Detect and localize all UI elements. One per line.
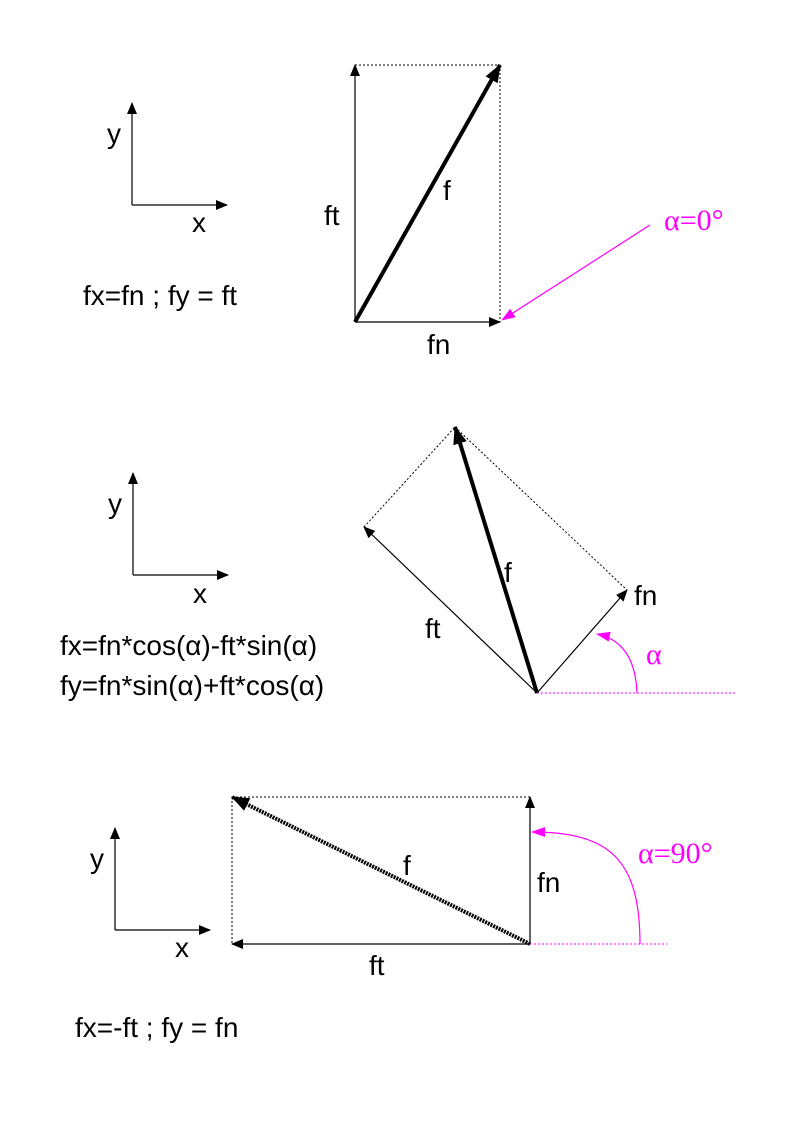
f-vector: [453, 426, 539, 694]
ft-label: ft: [425, 613, 441, 644]
formula-y-middle: fy=fn*sin(α)+ft*cos(α): [60, 670, 324, 701]
fn-label: fn: [427, 329, 450, 360]
y-axis-label: y: [90, 843, 104, 874]
ft-vector: [363, 526, 538, 694]
angle-annotation-bottom: α=90°: [530, 827, 713, 945]
formula-top: fx=fn ; fy = ft: [83, 280, 237, 311]
dashed-edge: [363, 426, 456, 528]
y-axis-label: y: [107, 118, 121, 149]
y-axis-label: y: [108, 488, 122, 519]
x-axis-label: x: [192, 207, 206, 238]
axes-middle: y x: [108, 472, 229, 609]
f-label: f: [443, 175, 451, 206]
angle-label-top: α=0°: [664, 204, 724, 237]
rectangle-bottom: f fn ft: [231, 795, 560, 981]
angle-label-bottom: α=90°: [638, 837, 713, 870]
rectangle-middle: ft f fn: [363, 426, 657, 694]
f-label: f: [403, 850, 411, 881]
angle-arc-arrow: [531, 827, 641, 945]
angle-label-middle: α: [646, 638, 662, 671]
axes-top: y x: [107, 102, 228, 238]
ft-label: ft: [324, 200, 340, 231]
fn-label: fn: [634, 580, 657, 611]
f-label: f: [504, 557, 512, 588]
angle-annotation-top: α=0°: [501, 204, 724, 321]
ft-label: ft: [369, 950, 385, 981]
f-vector: [353, 64, 502, 323]
formula-bottom: fx=-ft ; fy = fn: [75, 1012, 238, 1043]
f-vector: [231, 795, 531, 946]
panel-middle: y x fx=fn*cos(α)-ft*sin(α) fy=fn*sin(α)+…: [60, 426, 737, 701]
panel-bottom: y x fx=-ft ; fy = fn f fn ft α=90°: [75, 795, 713, 1043]
formula-x-middle: fx=fn*cos(α)-ft*sin(α): [60, 630, 317, 661]
dashed-edge: [454, 426, 628, 591]
fn-vector: [536, 589, 628, 694]
panel-top: y x fx=fn ; fy = ft ft f fn α=0°: [83, 64, 724, 360]
fn-label: fn: [537, 867, 560, 898]
axes-bottom: y x: [90, 827, 211, 963]
rectangle-top: ft f fn: [324, 64, 502, 360]
x-axis-label: x: [193, 578, 207, 609]
x-axis-label: x: [175, 932, 189, 963]
angle-arc-arrow: [596, 631, 638, 694]
angle-pointer-arrow: [501, 224, 651, 321]
angle-annotation-middle: α: [537, 631, 737, 694]
